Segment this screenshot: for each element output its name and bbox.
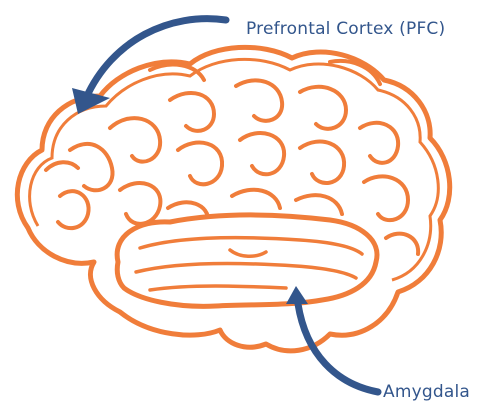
temporal-lobe xyxy=(117,215,377,306)
amygdala-label: Amygdala xyxy=(383,384,470,401)
pfc-label: Prefrontal Cortex (PFC) xyxy=(246,21,445,38)
